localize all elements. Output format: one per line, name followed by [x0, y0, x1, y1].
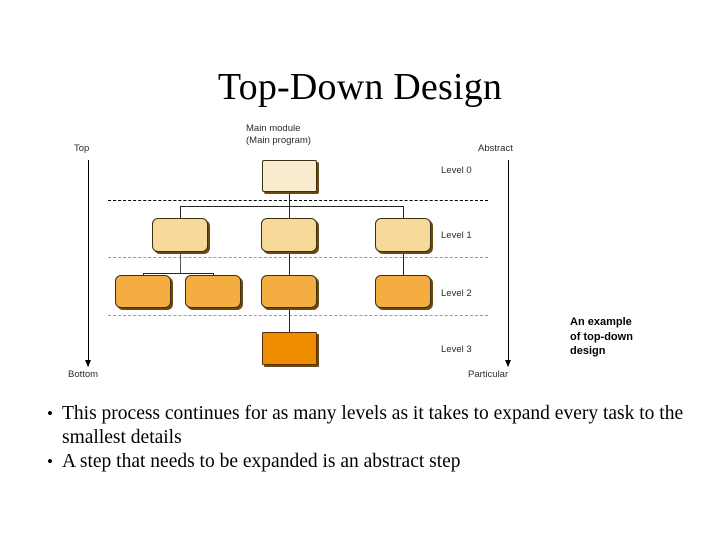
example-caption-line1: An example	[570, 316, 632, 328]
axis-label-abstract: Abstract	[478, 143, 513, 154]
connector-bus-l1n1-children	[143, 273, 214, 274]
module-box-level2-1[interactable]	[115, 275, 171, 308]
example-caption-line3: design	[570, 345, 606, 357]
bullet-text-1: This process continues for as many level…	[62, 403, 684, 448]
axis-label-particular: Particular	[468, 369, 509, 380]
level-label-0: Level 0	[441, 165, 472, 176]
bullet-dot-icon: •	[47, 452, 53, 471]
bullet-text-2: A step that needs to be expanded is an a…	[62, 451, 461, 472]
bullet-list: • This process continues for as many lev…	[38, 402, 688, 474]
module-box-level2-2[interactable]	[185, 275, 241, 308]
connector-l2n3-to-l3	[289, 308, 290, 332]
bullet-dot-icon: •	[47, 404, 53, 423]
level-label-1: Level 1	[441, 230, 472, 241]
level-label-2: Level 2	[441, 288, 472, 299]
abstract-to-particular-arrow-icon	[505, 160, 511, 367]
connector-root-stem	[289, 192, 290, 218]
module-box-level2-3[interactable]	[261, 275, 317, 308]
connector-to-l1-node3	[403, 206, 404, 218]
example-caption-line2: of top-down	[570, 330, 633, 343]
level-separator-0-1	[108, 200, 488, 201]
list-item: • This process continues for as many lev…	[38, 402, 688, 450]
top-to-bottom-arrow-icon	[85, 160, 91, 367]
list-item: • A step that needs to be expanded is an…	[38, 450, 688, 474]
connector-l1n2-to-l2n3	[289, 252, 290, 285]
root-module-label-line2: (Main program)	[246, 135, 311, 146]
level-label-3: Level 3	[441, 344, 472, 355]
connector-bus-level1	[180, 206, 403, 207]
root-module-label-line1: Main module	[246, 123, 301, 134]
root-module-label: Main module (Main program)	[246, 123, 311, 147]
connector-l1n3-to-l2n4	[403, 252, 404, 285]
connector-to-l1-node1	[180, 206, 181, 218]
module-box-level2-4[interactable]	[375, 275, 431, 308]
level-separator-2-3	[108, 315, 488, 316]
connector-to-l1-node2	[289, 206, 290, 218]
page-title: Top-Down Design	[217, 66, 503, 108]
level-separator-1-2	[108, 257, 488, 258]
top-down-design-diagram: Main module (Main program) Top Bottom Ab…	[0, 118, 720, 393]
module-box-level1-1[interactable]	[152, 218, 208, 252]
example-caption: An example of top-down design	[570, 315, 705, 359]
module-box-level1-2[interactable]	[261, 218, 317, 252]
connector-l1n1-stem	[180, 252, 181, 273]
module-box-level3-1[interactable]	[262, 332, 317, 365]
axis-label-top: Top	[74, 143, 90, 154]
axis-label-bottom: Bottom	[68, 369, 99, 380]
module-box-level1-3[interactable]	[375, 218, 431, 252]
module-box-level0-main[interactable]	[262, 160, 317, 192]
